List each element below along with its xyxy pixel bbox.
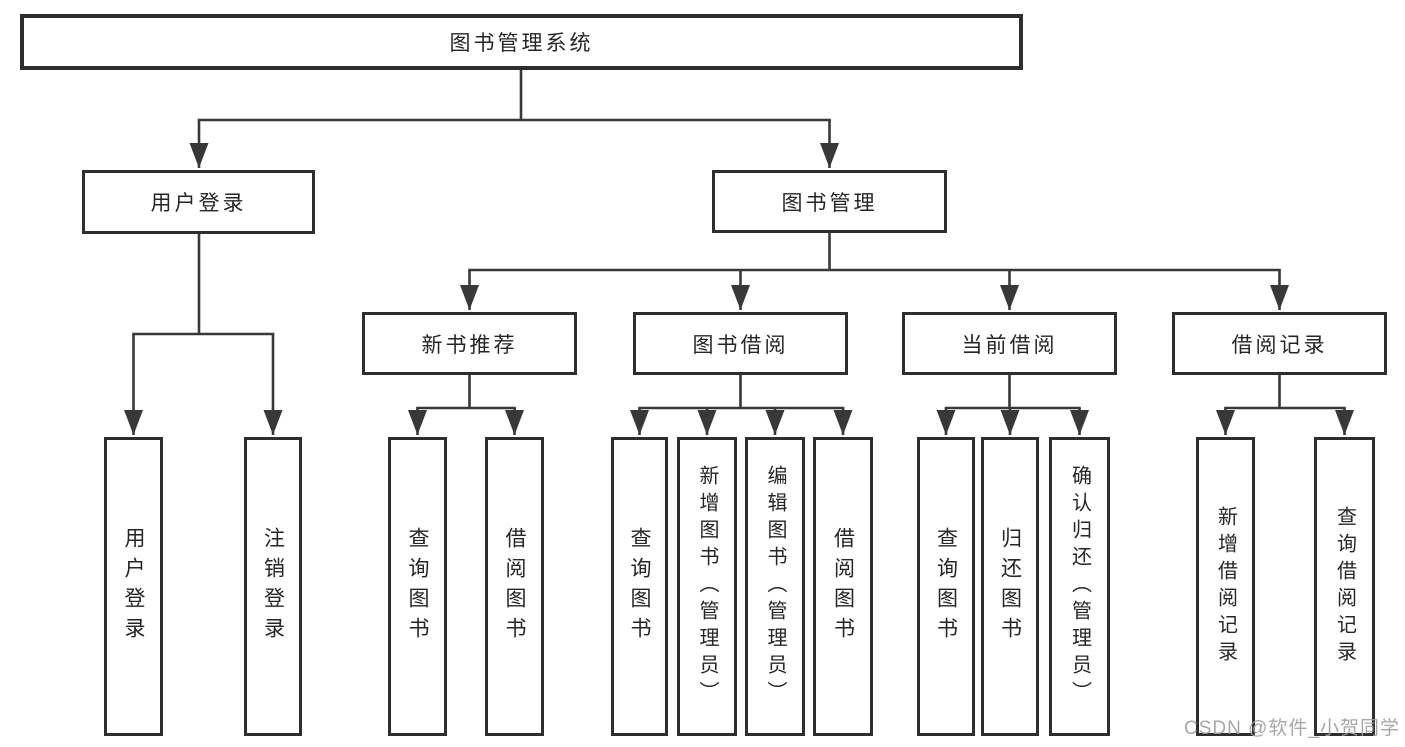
leaf-current-query-books: 查询图书 xyxy=(917,437,975,736)
leaf-logout-login: 注销登录 xyxy=(244,437,302,736)
node-user-login: 用户登录 xyxy=(82,170,315,234)
leaf-user-login: 用户登录 xyxy=(104,437,163,736)
leaf-borrowing-query-books: 查询图书 xyxy=(611,437,668,736)
leaf-newbooks-query-books: 查询图书 xyxy=(388,437,447,736)
leaf-current-confirm-return-admin: 确认归还（管理员） xyxy=(1049,437,1110,736)
node-borrowing-records: 借阅记录 xyxy=(1172,312,1387,375)
leaf-current-confirm-return-admin-label: 确认归还（管理员） xyxy=(1068,465,1091,708)
node-book-borrowing: 图书借阅 xyxy=(633,312,848,375)
node-current-borrowing-label: 当前借阅 xyxy=(961,333,1058,357)
node-book-borrowing-label: 图书借阅 xyxy=(692,333,789,357)
leaf-borrowing-add-books-admin-label: 新增图书（管理员） xyxy=(696,465,718,708)
node-library-system: 图书管理系统 xyxy=(20,14,1023,70)
leaf-borrowing-edit-books-admin-label: 编辑图书（管理员） xyxy=(764,465,786,708)
leaf-records-add-record: 新增借阅记录 xyxy=(1196,437,1255,736)
node-library-system-label: 图书管理系统 xyxy=(449,32,594,55)
csdn-watermark: CSDN @软件_小贺同学 xyxy=(1184,718,1400,739)
leaf-borrowing-query-books-label: 查询图书 xyxy=(628,526,651,647)
node-new-book-recommendation: 新书推荐 xyxy=(362,312,577,375)
leaf-records-query-record: 查询借阅记录 xyxy=(1314,437,1375,736)
node-book-management-label: 图书管理 xyxy=(781,191,878,215)
leaf-borrowing-borrow-books-label: 借阅图书 xyxy=(831,526,855,647)
leaf-newbooks-borrow-books: 借阅图书 xyxy=(485,437,544,736)
leaf-borrowing-borrow-books: 借阅图书 xyxy=(813,437,873,736)
leaf-newbooks-borrow-books-label: 借阅图书 xyxy=(503,526,526,647)
node-current-borrowing: 当前借阅 xyxy=(902,312,1117,375)
leaf-logout-login-label: 注销登录 xyxy=(261,526,285,647)
leaf-borrowing-edit-books-admin: 编辑图书（管理员） xyxy=(745,437,805,736)
branch-spines xyxy=(132,68,1346,410)
leaf-current-return-books: 归还图书 xyxy=(981,437,1039,736)
leaf-current-query-books-label: 查询图书 xyxy=(934,526,958,647)
leaf-newbooks-query-books-label: 查询图书 xyxy=(406,526,429,647)
node-user-login-label: 用户登录 xyxy=(150,192,247,215)
leaf-records-add-record-label: 新增借阅记录 xyxy=(1214,505,1237,668)
node-new-book-recommendation-label: 新书推荐 xyxy=(421,333,518,357)
node-book-management: 图书管理 xyxy=(712,170,947,233)
leaf-records-query-record-label: 查询借阅记录 xyxy=(1333,505,1356,668)
leaf-user-login-label: 用户登录 xyxy=(122,526,145,647)
leaf-borrowing-add-books-admin: 新增图书（管理员） xyxy=(677,437,737,736)
leaf-current-return-books-label: 归还图书 xyxy=(998,526,1022,647)
node-borrowing-records-label: 借阅记录 xyxy=(1231,333,1328,357)
